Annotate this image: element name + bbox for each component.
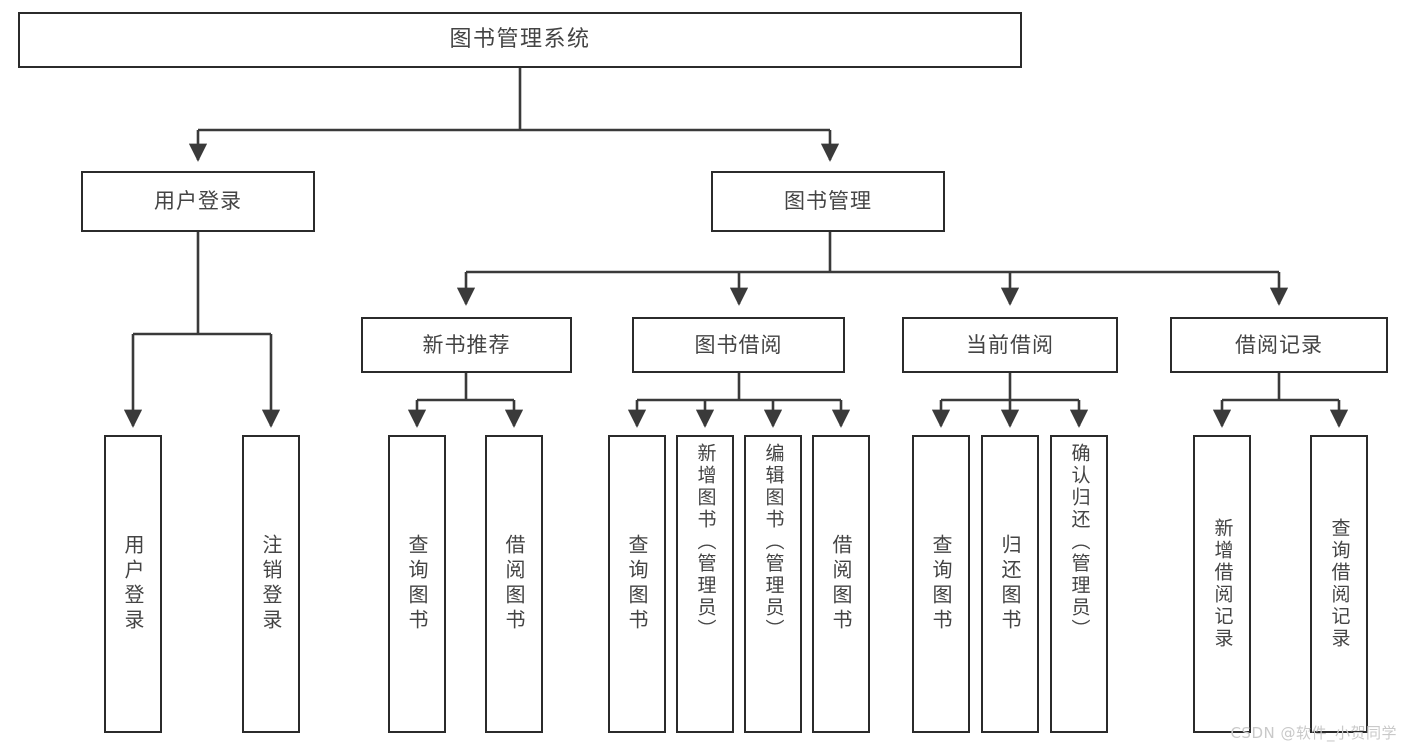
node-label: 借阅图书 — [829, 534, 853, 634]
node-borrow-record[interactable]: 借阅记录 — [1170, 317, 1388, 373]
node-label: 新书推荐 — [422, 332, 511, 357]
leaf-borrow-book-recommend[interactable]: 借阅图书 — [485, 435, 543, 733]
node-book-management-system[interactable]: 图书管理系统 — [18, 12, 1022, 68]
node-new-book-recommend[interactable]: 新书推荐 — [361, 317, 572, 373]
node-label: 确认归还（管理员） — [1068, 443, 1091, 641]
node-book-management[interactable]: 图书管理 — [711, 171, 945, 232]
leaf-add-book-admin[interactable]: 新增图书（管理员） — [676, 435, 734, 733]
node-user-login[interactable]: 用户登录 — [81, 171, 315, 232]
leaf-return-book[interactable]: 归还图书 — [981, 435, 1039, 733]
node-label: 查询图书 — [625, 534, 649, 634]
leaf-confirm-return-admin[interactable]: 确认归还（管理员） — [1050, 435, 1108, 733]
node-label: 用户登录 — [154, 189, 242, 214]
node-label: 当前借阅 — [966, 332, 1054, 357]
node-label: 用户登录 — [121, 534, 145, 634]
leaf-logout[interactable]: 注销登录 — [242, 435, 300, 733]
node-label: 借阅图书 — [502, 534, 526, 634]
node-label: 新增图书（管理员） — [694, 443, 717, 641]
leaf-query-borrow-record[interactable]: 查询借阅记录 — [1310, 435, 1368, 733]
node-label: 查询借阅记录 — [1328, 518, 1351, 650]
leaf-borrow-book[interactable]: 借阅图书 — [812, 435, 870, 733]
node-label: 图书管理 — [784, 189, 872, 214]
leaf-query-book-borrow[interactable]: 查询图书 — [608, 435, 666, 733]
node-label: 注销登录 — [259, 534, 283, 634]
node-current-borrow[interactable]: 当前借阅 — [902, 317, 1118, 373]
node-label: 查询图书 — [929, 534, 953, 634]
watermark-text: CSDN @软件_小贺同学 — [1230, 724, 1397, 742]
leaf-query-book-current[interactable]: 查询图书 — [912, 435, 970, 733]
node-label: 图书借阅 — [694, 332, 783, 357]
node-label: 编辑图书（管理员） — [762, 443, 785, 641]
leaf-user-login[interactable]: 用户登录 — [104, 435, 162, 733]
leaf-query-book-recommend[interactable]: 查询图书 — [388, 435, 446, 733]
node-label: 查询图书 — [405, 534, 429, 634]
node-book-borrow[interactable]: 图书借阅 — [632, 317, 845, 373]
leaf-add-borrow-record[interactable]: 新增借阅记录 — [1193, 435, 1251, 733]
node-label: 借阅记录 — [1235, 332, 1323, 357]
node-label: 归还图书 — [998, 534, 1022, 634]
leaf-edit-book-admin[interactable]: 编辑图书（管理员） — [744, 435, 802, 733]
node-label: 新增借阅记录 — [1211, 518, 1234, 650]
node-label: 图书管理系统 — [449, 27, 591, 53]
